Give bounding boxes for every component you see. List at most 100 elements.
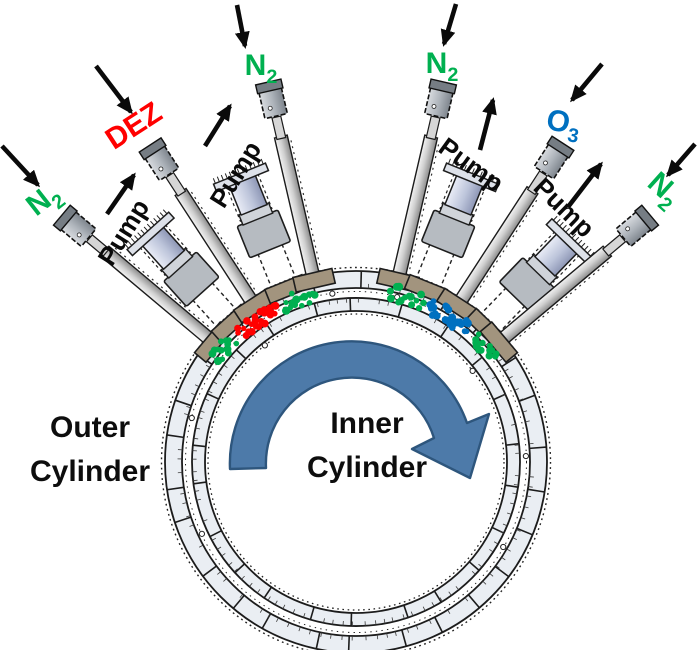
gas-molecule <box>234 324 242 332</box>
ring-segment-joint <box>266 323 275 336</box>
ring-segment-joint <box>263 586 273 599</box>
hatch-tick <box>507 512 512 515</box>
gas-molecules-dez-1 <box>234 301 280 340</box>
hatch-tick <box>516 529 521 532</box>
ring-segment-joint <box>518 394 536 402</box>
hatch-tick <box>308 629 311 635</box>
flange-comb-tick <box>248 163 252 170</box>
tube-neck <box>601 234 627 257</box>
hatch-tick <box>230 355 235 360</box>
ring-texture <box>185 291 527 633</box>
inlet-flow-arrow-5 <box>666 142 697 178</box>
bolt-mark <box>469 367 476 374</box>
flange-comb-tick <box>577 239 583 245</box>
gas-molecules-o3-4 <box>426 298 472 335</box>
flange-comb-tick <box>153 217 158 223</box>
gas-molecule <box>413 297 420 304</box>
port-mounting-foot <box>291 267 337 294</box>
ring-segment-joint <box>527 488 545 493</box>
hatch-tick <box>478 563 483 568</box>
tube-neck <box>425 115 441 141</box>
ring-segment-joint <box>166 434 184 439</box>
tube-guide-dots <box>114 247 209 328</box>
hatch-tick <box>198 544 204 548</box>
hatch-tick <box>307 304 310 310</box>
hatch-tick <box>447 609 451 614</box>
pump-hidden-edge <box>281 243 297 278</box>
hatch-tick <box>495 565 500 569</box>
hatch-tick <box>378 299 380 305</box>
hatch-tick <box>282 604 286 609</box>
gas-molecule <box>415 304 423 312</box>
hatch-tick <box>193 437 199 440</box>
flange-comb-tick <box>475 169 479 176</box>
tube-neck <box>526 170 548 196</box>
gas-fitting-cap <box>428 78 458 95</box>
hatch-tick <box>375 620 377 625</box>
tube-guide-dots <box>514 261 609 341</box>
hatch-tick <box>198 417 203 420</box>
hatch-tick <box>431 602 435 607</box>
gas-molecule <box>255 323 263 331</box>
flange-comb-tick <box>150 220 155 226</box>
fitting-dot <box>543 160 548 166</box>
flange-comb-tick <box>556 218 561 224</box>
hatch-tick <box>184 413 189 416</box>
hatch-tick <box>489 549 494 553</box>
hatch-tick <box>508 376 513 379</box>
ring-segment-joint <box>494 565 510 578</box>
hatch-tick <box>422 606 426 611</box>
gas-molecule <box>430 298 437 305</box>
flange-comb-tick <box>134 235 139 240</box>
pump-hidden-edge <box>440 253 455 288</box>
ring-segment-joint <box>202 565 217 577</box>
ring-segment-joint <box>516 527 533 536</box>
gas-molecule <box>281 306 291 315</box>
hatch-tick <box>200 374 205 378</box>
hatch-tick <box>383 618 386 624</box>
fitting-dot <box>76 232 82 238</box>
ring-segment-joint <box>397 304 403 318</box>
hatch-tick <box>478 357 483 361</box>
hatch-tick <box>512 537 517 540</box>
hatch-tick <box>514 388 519 391</box>
hatch-tick <box>186 515 191 518</box>
ring-segment-joint <box>505 442 520 446</box>
gas-molecule <box>475 331 482 337</box>
gas-port-n2-inlet-right-mid <box>375 78 458 294</box>
inlet-flow-arrow-4 <box>570 62 604 103</box>
hatch-tick <box>279 316 283 322</box>
gas-molecule <box>235 329 241 336</box>
hatch-tick <box>448 591 452 596</box>
ring-segment-joint <box>209 529 222 538</box>
gas-molecule <box>392 282 401 291</box>
gas-molecules-n2-3 <box>386 282 427 312</box>
hatch-tick <box>276 617 279 622</box>
hatch-tick <box>328 300 331 305</box>
gas-molecule <box>245 328 252 336</box>
flange-comb-tick <box>240 166 244 173</box>
hatch-tick <box>330 634 332 639</box>
pump-hidden-edge <box>225 186 242 222</box>
hatch-tick <box>259 608 263 613</box>
gas-molecule <box>241 325 247 332</box>
gas-port-n2-inlet-left-mid <box>254 78 337 294</box>
port-label-n2-inlet-right-mid: N2 <box>426 47 459 86</box>
fitting-dot <box>625 226 631 232</box>
hatch-tick <box>415 625 419 630</box>
inner-cylinder-label-line1: Inner <box>330 407 404 440</box>
flange-comb-tick <box>487 174 491 181</box>
hatch-tick <box>387 301 390 306</box>
gas-molecule <box>443 303 451 312</box>
pump-hidden-edge <box>139 247 166 277</box>
hatch-tick <box>287 622 290 627</box>
ring-segment-joint <box>193 481 207 485</box>
hatch-tick <box>182 502 187 505</box>
ring-segment-joint <box>440 325 449 338</box>
pump-hidden-edge <box>470 186 487 222</box>
gas-molecule <box>386 287 394 295</box>
pump-flow-arrow-0 <box>105 172 136 216</box>
ring-texture <box>207 313 505 611</box>
ring-segment-joint <box>401 629 408 647</box>
hatch-tick <box>406 628 409 633</box>
